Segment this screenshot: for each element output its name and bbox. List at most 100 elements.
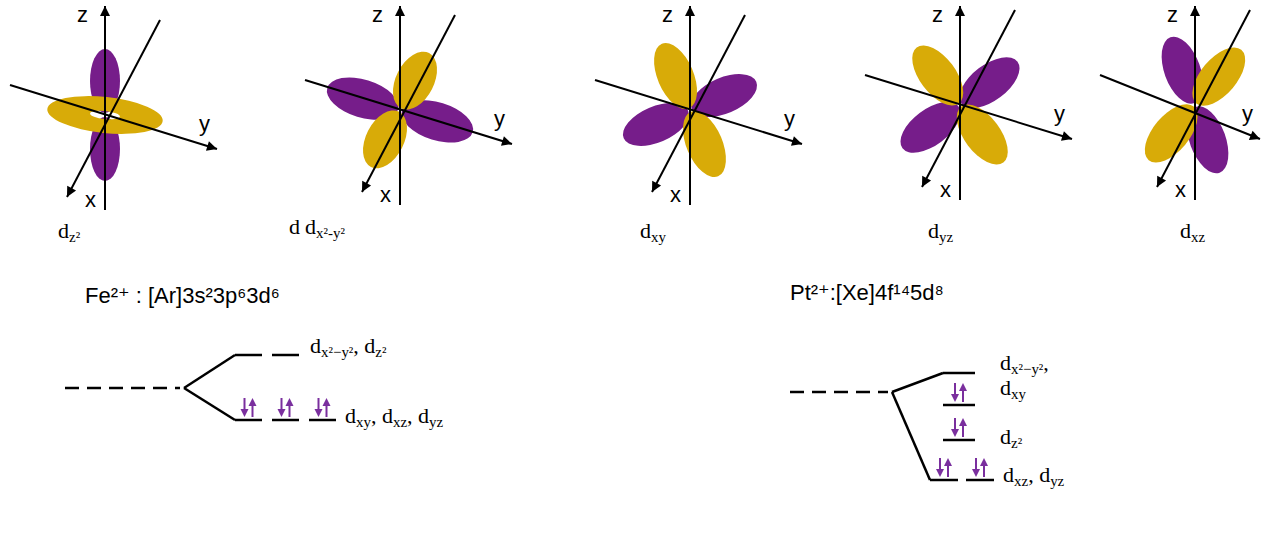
spin-down-arrowhead (972, 469, 980, 477)
orbital-lobe (902, 37, 973, 115)
orbital-figure (595, 6, 802, 205)
axis-arrowhead (1190, 6, 1200, 16)
separator: , (1028, 462, 1039, 487)
axis-line (67, 20, 160, 197)
energy-level (943, 404, 975, 407)
axis-arrowhead (362, 181, 371, 192)
orbital-letter: d (1000, 375, 1011, 400)
axis-label: z (372, 2, 383, 27)
axis-line (865, 75, 1072, 139)
separator: , (353, 333, 364, 358)
orbital-letter: d (928, 218, 939, 243)
orbital-subscript: xy (1011, 386, 1026, 402)
axis-label: y (784, 106, 795, 131)
spin-down-arrowhead (315, 409, 323, 417)
spin-down-arrowhead (951, 429, 959, 437)
orbital-figure (305, 6, 512, 205)
orbital-subscript: xz (393, 414, 407, 430)
axis-label: y (1054, 101, 1065, 126)
axis-label: z (1167, 2, 1178, 27)
axis-arrowhead (1249, 131, 1260, 140)
spin-up-arrowhead (323, 398, 331, 406)
degenerate-level (790, 391, 888, 394)
orbital-subscript: z² (69, 229, 80, 245)
orbital-letter: d (345, 403, 356, 428)
axis-line (959, 6, 961, 200)
axis-arrowhead (652, 181, 661, 192)
orbital-letter: d (58, 218, 69, 243)
ion-configuration: Pt²⁺:[Xe]4f¹⁴5d⁸ (790, 280, 944, 305)
orbital-letter: d (382, 403, 393, 428)
axis-label: x (1175, 177, 1186, 202)
axis-line (1100, 75, 1260, 139)
split-line (184, 355, 235, 388)
axis-label: x (670, 182, 681, 207)
level-label: dxy, dxz, dyz (345, 403, 443, 428)
axis-arrowhead (100, 6, 110, 16)
orbital-letter: d (310, 333, 321, 358)
axis-arrowhead (206, 141, 217, 151)
axis-line (362, 15, 455, 192)
axis-label: y (494, 106, 505, 131)
spin-down-arrowhead (951, 394, 959, 402)
level-label: dx²−y², dz² (310, 333, 386, 358)
axis-arrowhead (1061, 131, 1072, 141)
orbital-subscript: z² (1011, 435, 1022, 451)
energy-level (943, 439, 975, 442)
orbital-subscript: xy (356, 414, 371, 430)
orbital-lobe (645, 37, 705, 116)
spin-up-arrowhead (286, 398, 294, 406)
axis-label: z (932, 2, 943, 27)
orbital-lobe (384, 44, 446, 116)
orbital-subscript: z² (375, 344, 386, 360)
separator: , (407, 403, 418, 428)
orbital-letter: d (305, 214, 316, 239)
spin-up-arrowhead (944, 458, 952, 466)
axis-line (399, 6, 401, 205)
orbital-name: dz² (58, 218, 80, 243)
energy-level (930, 479, 958, 482)
energy-level (272, 354, 299, 357)
axis-line (305, 80, 512, 144)
axis-arrowhead (67, 186, 76, 197)
level-label: dx²−y², dxy (1000, 350, 1072, 401)
split-line (892, 392, 930, 480)
axis-label: y (1242, 101, 1253, 126)
energy-level (309, 419, 336, 422)
energy-level (943, 372, 975, 375)
split-line (892, 373, 943, 392)
spin-up-arrowhead (959, 418, 967, 426)
axis-line (1157, 10, 1250, 187)
orbital-lobe (354, 103, 416, 175)
axis-arrowhead (922, 176, 931, 187)
axis-line (689, 6, 691, 205)
orbital-name: d (289, 214, 300, 239)
orbital-figure (10, 6, 217, 210)
spin-down-arrowhead (278, 409, 286, 417)
energy-level (272, 419, 299, 422)
spin-up-arrowhead (959, 383, 967, 391)
split-line (184, 388, 235, 420)
axis-line (922, 10, 1015, 187)
axis-label: z (77, 2, 88, 27)
level-label: dxz, dyz (1003, 462, 1064, 487)
orbital-name: dyz (928, 218, 953, 243)
axis-arrowhead (501, 136, 512, 146)
spin-up-arrowhead (980, 458, 988, 466)
level-label: dz² (1000, 424, 1022, 449)
orbital-lobe (674, 105, 734, 184)
orbital-letter: d (364, 333, 375, 358)
axis-line (104, 6, 106, 210)
degenerate-level (65, 387, 180, 390)
orbital-subscript: x²−y² (321, 344, 353, 360)
orbital-subscript: x²−y² (1011, 361, 1043, 377)
energy-level (235, 354, 262, 357)
axis-arrowhead (395, 6, 405, 16)
orbital-figure (865, 6, 1072, 200)
axis-arrowhead (685, 6, 695, 16)
axis-line (652, 15, 745, 192)
orbital-figure (1100, 6, 1260, 200)
orbital-subscript: x²-y² (316, 225, 345, 241)
